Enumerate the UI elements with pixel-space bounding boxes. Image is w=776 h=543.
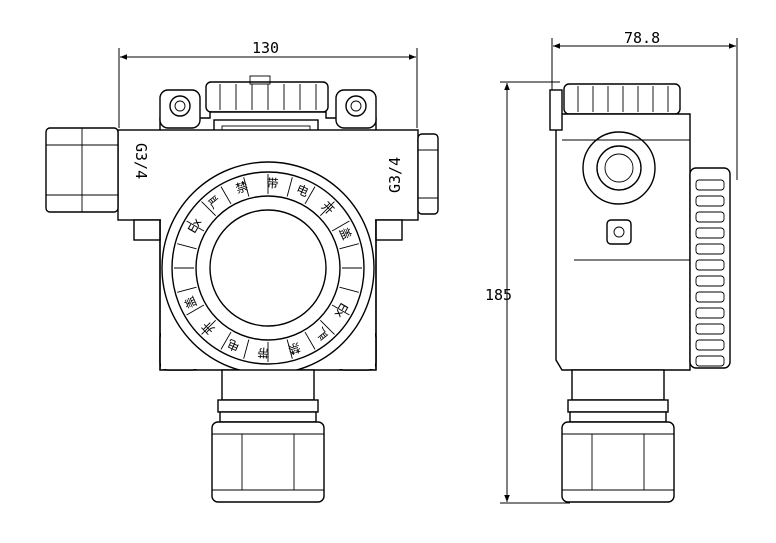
ring-text-char: 禁 <box>234 179 250 196</box>
ring-text-char: Ex <box>185 216 204 236</box>
lid-ring: Ex严禁带电开盖Ex严禁带电开盖 <box>161 161 375 375</box>
front-view: 130 <box>45 39 439 503</box>
thread-label-right: G3/4 <box>386 157 404 193</box>
ring-text-char: 电 <box>294 182 311 200</box>
sensor-assembly-front <box>211 369 325 503</box>
ring-text-char: 盖 <box>336 225 354 242</box>
dimension-depth: 78.8 <box>551 29 738 180</box>
dimension-height-label: 185 <box>485 286 512 304</box>
ring-text-char: 盖 <box>182 294 200 311</box>
ring-text-char: 电 <box>225 336 242 354</box>
ring-text-char: 禁 <box>286 340 302 357</box>
ring-text-char: 带 <box>266 176 279 191</box>
ring-text-char: Ex <box>331 300 350 320</box>
dimension-width: 130 <box>118 39 418 128</box>
dimension-width-label: 130 <box>252 39 279 57</box>
dimension-depth-label: 78.8 <box>624 29 660 47</box>
dimension-height: 185 <box>485 81 570 504</box>
ring-text-char: 带 <box>257 345 270 360</box>
top-cap <box>205 75 329 113</box>
side-view: 78.8 185 <box>485 29 738 504</box>
side-lid-ribs <box>695 179 725 367</box>
lid-teeth <box>174 174 362 362</box>
thread-label-left: G3/4 <box>132 143 150 179</box>
side-cap-ribs <box>577 86 669 112</box>
